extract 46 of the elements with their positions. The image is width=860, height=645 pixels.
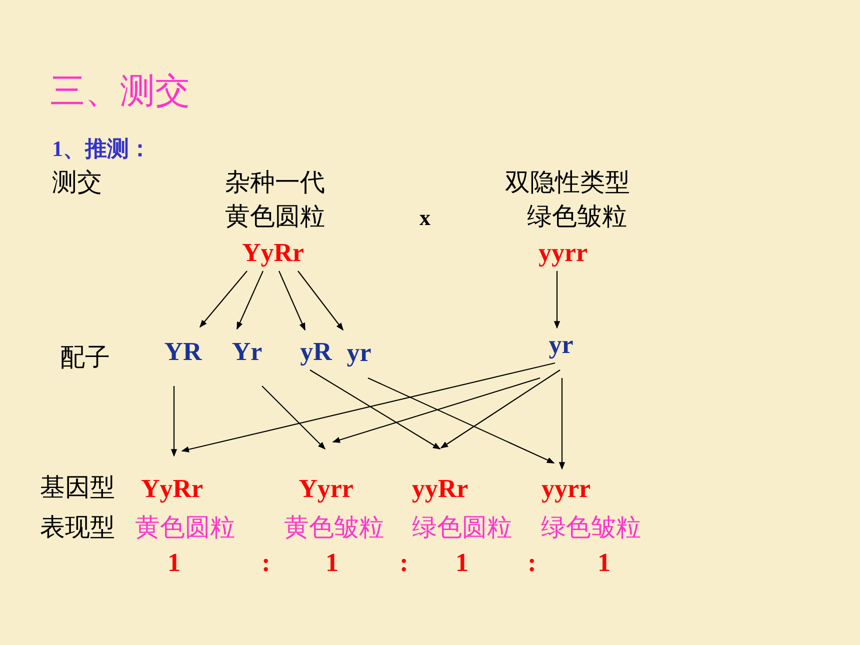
genotype-label: yyRr xyxy=(412,476,468,502)
arrow xyxy=(298,270,344,331)
row-label: 表现型 xyxy=(40,516,115,540)
genotype-label: yyrr xyxy=(538,240,588,266)
row-label: 配子 xyxy=(60,346,110,370)
arrow xyxy=(200,270,248,328)
genotype-label: YyRr xyxy=(242,240,304,266)
ratio-colon: : xyxy=(528,550,536,576)
row-label: 基因型 xyxy=(40,476,115,500)
phenotype-label: 绿色皱粒 xyxy=(527,204,627,230)
gamete-label: yr xyxy=(346,340,372,366)
ratio-colon: : xyxy=(400,550,408,576)
title: 三、测交 xyxy=(50,74,190,108)
ratio-number: 1 xyxy=(326,550,338,576)
phenotype-label: 黄色圆粒 xyxy=(225,204,325,230)
ratio-colon: : xyxy=(262,550,270,576)
genotype-label: yyrr xyxy=(541,476,591,502)
phenotype-label: 黄色皱粒 xyxy=(284,516,384,540)
arrow xyxy=(368,378,555,464)
parent-type-label: 杂种一代 xyxy=(225,170,325,196)
ratio-number: 1 xyxy=(598,550,610,576)
arrow xyxy=(554,271,560,329)
arrow xyxy=(236,270,264,330)
phenotype-label: 黄色圆粒 xyxy=(135,516,235,540)
cross-sign: x xyxy=(420,207,430,229)
arrow xyxy=(181,362,556,452)
phenotype-label: 绿色皱粒 xyxy=(541,516,641,540)
arrow xyxy=(170,386,178,457)
row-label: 测交 xyxy=(52,170,102,196)
arrow xyxy=(332,377,540,443)
arrow xyxy=(558,378,566,470)
genotype-label: Yyrr xyxy=(298,476,354,502)
gamete-label: yR xyxy=(300,339,332,365)
gamete-label: Yr xyxy=(232,339,262,365)
genotype-label: YyRr xyxy=(140,476,204,502)
parent-type-label: 双隐性类型 xyxy=(505,170,630,196)
ratio-number: 1 xyxy=(456,550,468,576)
phenotype-label: 绿色圆粒 xyxy=(412,516,512,540)
gamete-label: YR xyxy=(164,339,202,365)
arrow xyxy=(278,270,306,331)
section-heading: 1、推测： xyxy=(52,138,151,160)
gamete-label: yr xyxy=(548,332,574,358)
arrow xyxy=(310,370,441,450)
ratio-number: 1 xyxy=(168,550,180,576)
arrow xyxy=(262,386,326,450)
arrow xyxy=(440,370,560,448)
